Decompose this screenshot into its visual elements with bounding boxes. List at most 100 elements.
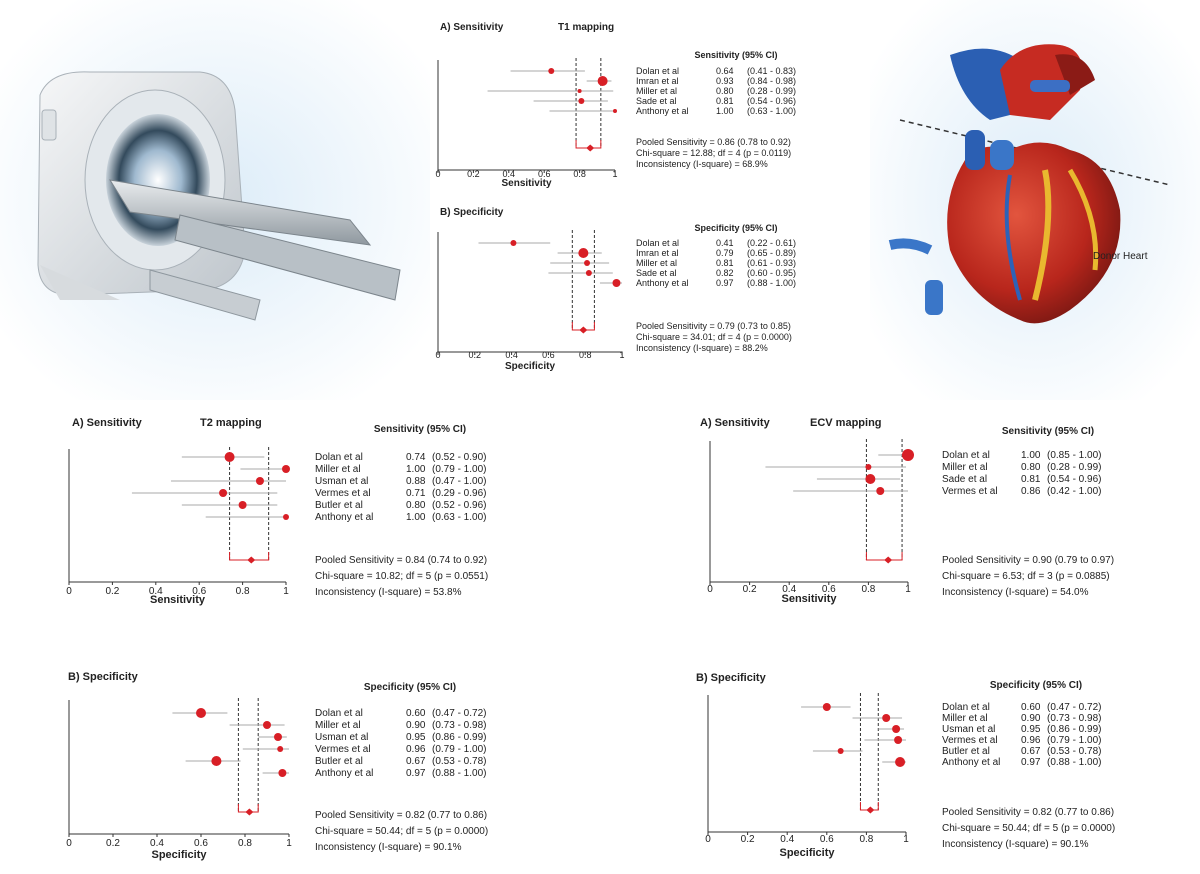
pooled-stat-line: Inconsistency (I-square) = 90.1%	[315, 842, 462, 853]
panel-label: B) Specificity	[440, 207, 504, 218]
study-name: Dolan et al	[315, 452, 363, 463]
study-name: Anthony et al	[315, 512, 373, 523]
chart-title: ECV mapping	[810, 417, 882, 429]
study-ci: (0.79 - 1.00)	[432, 464, 486, 475]
study-value: 1.00	[1021, 450, 1041, 461]
x-tick-label: 0.8	[861, 584, 875, 595]
x-tick-label: 1	[283, 586, 289, 597]
study-point	[196, 708, 206, 718]
study-value: 0.81	[716, 258, 734, 268]
study-point	[892, 725, 901, 733]
pooled-stat-line: Pooled Sensitivity = 0.79 (0.73 to 0.85)	[636, 321, 791, 331]
study-point	[211, 756, 222, 766]
study-value: 0.74	[406, 452, 426, 463]
study-value: 0.95	[406, 732, 426, 743]
study-ci: (0.47 - 1.00)	[432, 476, 486, 487]
x-tick-label: 0.2	[741, 834, 755, 845]
x-tick-label: 0.2	[467, 169, 480, 179]
study-ci: (0.88 - 1.00)	[432, 768, 486, 779]
x-tick-label: 0.2	[106, 838, 120, 849]
x-tick-label: 1	[286, 838, 292, 849]
study-name: Miller et al	[636, 86, 677, 96]
pooled-stat-line: Inconsistency (I-square) = 54.0%	[942, 587, 1089, 598]
table-header: Sensitivity (95% CI)	[694, 50, 777, 60]
x-tick-label: 0.6	[542, 350, 555, 360]
study-name: Sade et al	[942, 474, 987, 485]
pooled-stat-line: Pooled Sensitivity = 0.84 (0.74 to 0.92)	[315, 555, 487, 566]
study-name: Anthony et al	[636, 278, 689, 288]
study-point	[224, 452, 235, 462]
x-tick-label: 0.6	[822, 584, 836, 595]
study-point	[584, 260, 591, 266]
study-point	[578, 98, 585, 104]
study-point	[274, 733, 282, 741]
study-point	[597, 76, 608, 86]
panel-label: A) Sensitivity	[72, 417, 143, 429]
study-name: Imran et al	[636, 76, 679, 86]
study-ci: (0.86 - 0.99)	[432, 732, 486, 743]
study-point	[219, 489, 228, 497]
x-axis-label: Specificity	[505, 361, 555, 372]
study-value: 0.41	[716, 238, 734, 248]
study-point	[865, 474, 876, 484]
study-point	[548, 68, 555, 74]
study-ci: (0.79 - 1.00)	[432, 744, 486, 755]
study-ci: (0.29 - 0.96)	[432, 488, 486, 499]
study-ci: (0.52 - 0.96)	[432, 500, 486, 511]
study-point	[895, 757, 906, 767]
study-ci: (0.41 - 0.83)	[747, 66, 796, 76]
study-name: Imran et al	[636, 248, 679, 258]
study-ci: (0.60 - 0.95)	[747, 268, 796, 278]
pooled-stat-line: Pooled Sensitivity = 0.90 (0.79 to 0.97)	[942, 555, 1114, 566]
study-point	[865, 464, 872, 470]
study-point	[894, 736, 903, 744]
pooled-estimate-diamond	[247, 556, 256, 564]
pooled-stat-line: Inconsistency (I-square) = 88.2%	[636, 343, 768, 353]
x-tick-label: 0.4	[780, 834, 794, 845]
x-tick-label: 0.8	[236, 586, 250, 597]
study-value: 1.00	[406, 464, 426, 475]
study-name: Vermes et al	[315, 744, 371, 755]
x-tick-label: 0.4	[150, 838, 164, 849]
pooled-stat-line: Pooled Sensitivity = 0.82 (0.77 to 0.86)	[315, 810, 487, 821]
x-tick-label: 0.4	[503, 169, 516, 179]
panel-label: A) Sensitivity	[440, 22, 504, 33]
x-tick-label: 1	[903, 834, 909, 845]
study-value: 0.95	[1021, 724, 1041, 735]
x-tick-label: 0.2	[105, 586, 119, 597]
study-value: 0.96	[406, 744, 426, 755]
study-name: Dolan et al	[636, 238, 679, 248]
study-point	[822, 703, 831, 711]
study-name: Miller et al	[315, 464, 361, 475]
study-name: Anthony et al	[942, 757, 1000, 768]
donor-heart-icon	[870, 0, 1200, 400]
study-ci: (0.61 - 0.93)	[747, 258, 796, 268]
x-tick-label: 0.8	[579, 350, 592, 360]
x-axis-label: Sensitivity	[501, 178, 551, 189]
study-name: Vermes et al	[942, 486, 998, 497]
pooled-stat-line: Inconsistency (I-square) = 90.1%	[942, 839, 1089, 850]
pooled-stat-line: Chi-square = 10.82; df = 5 (p = 0.0551)	[315, 571, 488, 582]
study-value: 0.97	[406, 768, 426, 779]
x-tick-label: 1	[905, 584, 911, 595]
study-point	[876, 487, 885, 495]
x-tick-label: 0.8	[238, 838, 252, 849]
x-tick-label: 0	[705, 834, 711, 845]
study-name: Usman et al	[315, 476, 368, 487]
pooled-stat-line: Chi-square = 6.53; df = 3 (p = 0.0885)	[942, 571, 1110, 582]
study-value: 0.60	[406, 708, 426, 719]
study-point	[283, 514, 289, 520]
study-value: 0.80	[406, 500, 426, 511]
x-tick-label: 0.4	[505, 350, 518, 360]
study-ci: (0.53 - 0.78)	[1047, 746, 1101, 757]
panel-label: B) Specificity	[68, 671, 139, 683]
study-value: 0.80	[1021, 462, 1041, 473]
study-value: 0.81	[1021, 474, 1041, 485]
study-name: Miller et al	[942, 462, 988, 473]
study-ci: (0.52 - 0.90)	[432, 452, 486, 463]
study-value: 0.88	[406, 476, 426, 487]
pooled-estimate-diamond	[245, 808, 254, 816]
x-tick-label: 0.6	[820, 834, 834, 845]
study-name: Vermes et al	[315, 488, 371, 499]
